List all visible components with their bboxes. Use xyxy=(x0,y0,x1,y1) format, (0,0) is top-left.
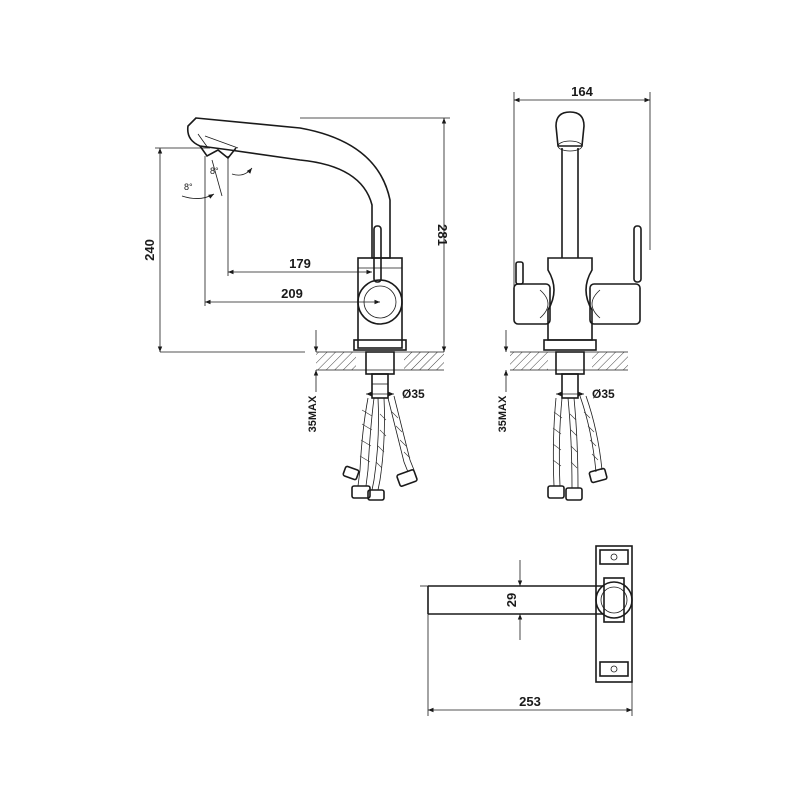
dim-spout-height: 240 xyxy=(142,239,157,261)
dim-total-height: 281 xyxy=(435,224,450,246)
front-view: 164 35MAX Ø35 xyxy=(497,84,651,501)
front-hose-mid xyxy=(567,397,579,489)
front-lever-left xyxy=(515,261,524,285)
top-view: 29 253 xyxy=(420,545,633,716)
front-lever-right xyxy=(633,225,642,283)
top-spout-pipe xyxy=(427,585,604,615)
dim-pipe-diameter: 29 xyxy=(504,593,519,607)
dim-counter-max-side: 35MAX xyxy=(307,395,319,432)
side-counter-right xyxy=(404,352,444,370)
side-counter-left xyxy=(316,352,356,370)
front-counter-left xyxy=(510,352,548,370)
top-body xyxy=(595,581,633,619)
front-spout-neck xyxy=(561,148,579,258)
angle-lower-label: 8° xyxy=(184,182,193,192)
side-hose-mid xyxy=(371,397,385,491)
side-hose-left xyxy=(357,397,375,487)
front-body xyxy=(547,257,593,341)
front-hose-right xyxy=(579,395,603,473)
front-hose-left xyxy=(552,397,563,487)
side-hose-right xyxy=(387,395,415,473)
dim-reach-outer: 209 xyxy=(281,286,303,301)
front-spout-head xyxy=(555,111,585,147)
angle-upper-label: 8° xyxy=(210,166,219,176)
front-counter-right xyxy=(592,352,628,370)
side-body xyxy=(357,257,403,349)
dim-front-width: 164 xyxy=(571,84,593,99)
dim-spout-length: 253 xyxy=(519,694,541,709)
dim-hole-front: Ø35 xyxy=(592,387,615,401)
side-lever xyxy=(373,225,382,283)
dim-counter-max-front: 35MAX xyxy=(497,395,509,432)
side-view: 240 281 179 209 8° 8° 35MAX Ø35 xyxy=(142,117,450,501)
side-aerator xyxy=(199,145,237,160)
dim-hole-side: Ø35 xyxy=(402,387,425,401)
dim-reach-inner: 179 xyxy=(289,256,311,271)
side-spout xyxy=(186,117,391,259)
